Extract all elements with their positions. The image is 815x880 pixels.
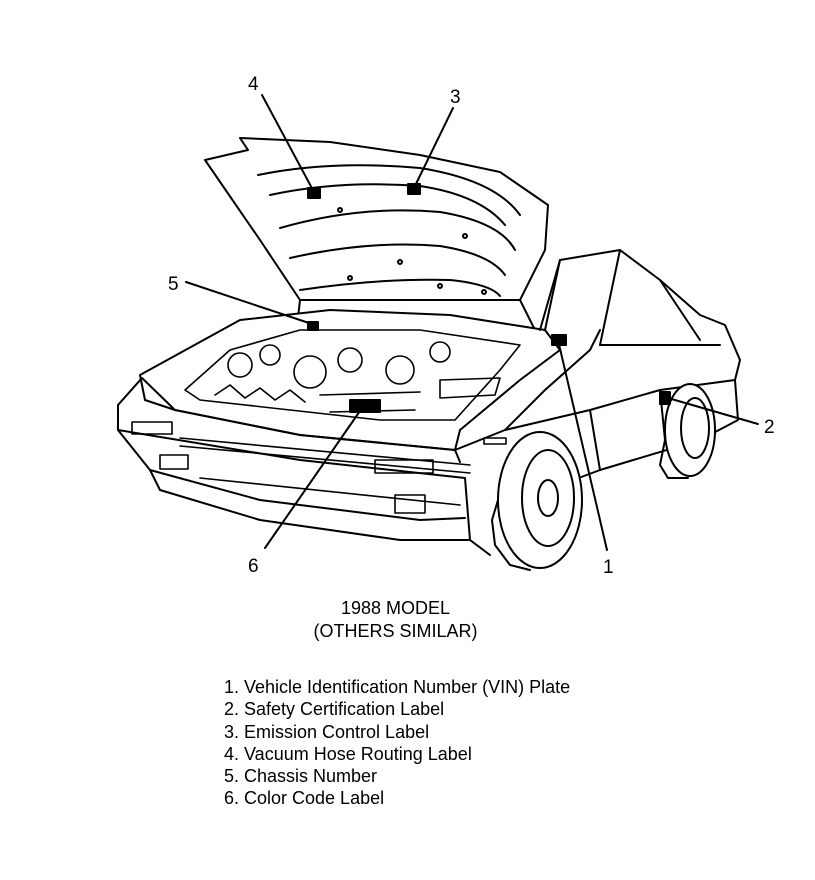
legend-item-1: 1. Vehicle Identification Number (VIN) P… [224,677,571,697]
leader-line-2 [667,397,759,425]
open-hood [204,137,549,341]
label-marker-4 [307,187,321,199]
leader-line-6 [264,407,363,549]
callout-number-3: 3 [450,87,461,108]
callout-number-2: 2 [764,417,775,438]
legend-item-2: 2. Safety Certification Label [224,699,445,720]
label-marker-6 [349,399,381,413]
legend-item-5: 5. Chassis Number [224,766,378,787]
label-marker-5 [307,321,319,331]
callout-legend: 1. Vehicle Identification Number (VIN) P… [224,676,570,810]
leader-line-5 [185,281,313,325]
callout-number-1: 1 [603,557,614,578]
callout-number-5: 5 [168,274,179,295]
callout-number-4: 4 [248,74,259,95]
legend-item-3: 3. Emission Control Label [224,721,430,742]
legend-item-4: 4. Vacuum Hose Routing Label [224,743,472,764]
callout-number-6: 6 [248,556,259,577]
leader-line-3 [413,107,454,189]
leader-line-1 [557,339,608,551]
front-wheel [491,431,583,571]
front-end-details [131,421,507,514]
legend-item-6: 6. Color Code Label [224,788,385,809]
leader-line-4 [261,94,315,193]
figure-caption-note: (OTHERS SIMILAR) [313,621,478,641]
figure-caption-model: 1988 MODEL [340,598,451,618]
